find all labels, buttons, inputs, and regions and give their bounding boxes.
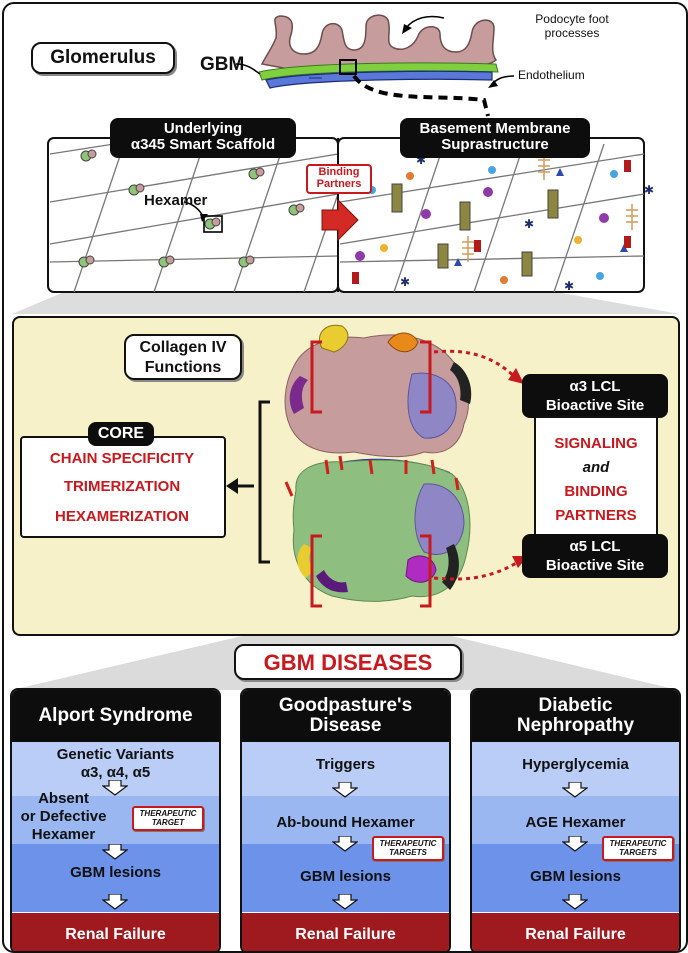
a5-lcl-line2: Bioactive Site [545, 557, 645, 574]
alport-arrow-1 [102, 780, 128, 796]
hexamer-label: Hexamer [144, 192, 208, 209]
diabetic-tag-line1: THERAPEUTIC [609, 839, 667, 848]
goodpasture-tag-line1: THERAPEUTIC [379, 839, 437, 848]
a3-lcl-site: α3 LCL Bioactive Site [522, 374, 668, 418]
alport-arrow-2 [102, 844, 128, 860]
binding-partners-line1: Binding [318, 166, 360, 178]
core-label: CORE [88, 422, 154, 446]
diabetic-tag-line2: TARGETS [619, 848, 657, 857]
alport-tag-line1: THERAPEUTIC [139, 809, 197, 818]
svg-text:✱: ✱ [564, 279, 574, 293]
gbm-diseases-title: GBM DISEASES [234, 644, 462, 680]
diabetic-title-line1: Diabetic [538, 695, 613, 716]
suprastructure-title-line2: Suprastructure [441, 136, 549, 153]
collagen-functions-line1: Collagen IV [139, 339, 227, 356]
gbm-label: GBM [200, 54, 245, 75]
diabetic-step-hyperglycemia: Hyperglycemia [522, 756, 629, 773]
goodpasture-tag-line2: TARGETS [389, 848, 427, 857]
goodpasture-title-line1: Goodpasture's [278, 695, 413, 716]
alport-arrow-3 [102, 894, 128, 910]
scaffold-title-line1: Underlying [163, 120, 243, 137]
goodpasture-title: Goodpasture's Disease [242, 690, 449, 742]
a5-lcl-site: α5 LCL Bioactive Site [522, 534, 668, 578]
binding-partners-line2: Partners [316, 178, 362, 190]
diabetic-title: Diabetic Nephropathy [472, 690, 679, 742]
diabetic-step-lesions: GBM lesions [530, 868, 621, 885]
diabetic-arrow-2 [562, 836, 588, 852]
alport-title: Alport Syndrome [12, 690, 219, 742]
scaffold-illustration: ✱ ✱ ✱ ✱ ✱ [12, 137, 680, 314]
goodpasture-step-lesions: GBM lesions [300, 868, 391, 885]
disease-funnel [12, 636, 678, 690]
alport-step-lesions: GBM lesions [70, 864, 161, 881]
a3-lcl-line2: Bioactive Site [545, 397, 645, 414]
goodpasture-step-triggers: Triggers [315, 756, 376, 773]
alport-therapeutic-target: THERAPEUTIC TARGET [132, 806, 204, 831]
collagen-functions-title: Collagen IV Functions [124, 334, 242, 380]
goodpasture-renal-failure: Renal Failure [242, 913, 449, 951]
suprastructure-title: Basement Membrane Suprastructure [400, 118, 590, 158]
core-box [20, 436, 226, 538]
signaling-text: SIGNALING [554, 435, 638, 452]
alport-step-hexamer: Hexamer [31, 826, 96, 843]
diabetic-arrow-1 [562, 782, 588, 798]
scaffold-title: Underlying α345 Smart Scaffold [110, 118, 296, 158]
goodpasture-therapeutic-targets: THERAPEUTIC TARGETS [372, 836, 444, 861]
scaffold-title-line2: α345 Smart Scaffold [130, 136, 276, 153]
alport-tag-line2: TARGET [151, 818, 185, 827]
svg-text:✱: ✱ [400, 275, 410, 289]
goodpasture-column: Goodpasture's Disease Triggers Ab-bound … [240, 688, 451, 951]
goodpasture-arrow-3 [332, 894, 358, 910]
goodpasture-arrow-1 [332, 782, 358, 798]
podocyte-label: Podocyte foot processes [535, 12, 609, 40]
diabetic-title-line2: Nephropathy [516, 715, 635, 736]
svg-text:✱: ✱ [416, 153, 426, 167]
goodpasture-title-line2: Disease [309, 715, 382, 736]
alport-column: Alport Syndrome Genetic Variants α3, α4,… [10, 688, 221, 951]
core-item-hexamerization: HEXAMERIZATION [55, 508, 189, 525]
goodpasture-arrow-2 [332, 836, 358, 852]
diabetic-arrow-3 [562, 894, 588, 910]
svg-text:✱: ✱ [524, 217, 534, 231]
alport-step-defective: or Defective [20, 808, 107, 825]
core-item-chain: CHAIN SPECIFICITY [49, 450, 195, 467]
suprastructure-title-line1: Basement Membrane [419, 120, 571, 137]
glomerulus-label: Glomerulus [31, 42, 175, 74]
alport-step-chains: α3, α4, α5 [80, 764, 151, 781]
alport-step-absent: Absent [38, 790, 89, 807]
alport-renal-failure: Renal Failure [12, 913, 219, 951]
collagen-functions-line2: Functions [144, 359, 222, 376]
a5-lcl-line1: α5 LCL [569, 538, 621, 555]
alport-step-variants: Genetic Variants [56, 746, 175, 763]
binding-text: BINDING [564, 483, 628, 500]
and-text: and [582, 459, 610, 476]
core-item-trimerization: TRIMERIZATION [63, 478, 181, 495]
diabetic-renal-failure: Renal Failure [472, 913, 679, 951]
diabetic-therapeutic-targets: THERAPEUTIC TARGETS [602, 836, 674, 861]
partners-text: PARTNERS [555, 507, 637, 524]
diabetic-step-age-hexamer: AGE Hexamer [525, 814, 626, 831]
a3-lcl-line1: α3 LCL [569, 378, 621, 395]
endothelium-label: Endothelium [518, 68, 585, 82]
binding-partners-box: Binding Partners [306, 164, 372, 194]
svg-text:✱: ✱ [644, 183, 654, 197]
diabetic-column: Diabetic Nephropathy Hyperglycemia AGE H… [470, 688, 681, 951]
glomerulus-illustration [235, 14, 515, 117]
goodpasture-step-hexamer: Ab-bound Hexamer [276, 814, 415, 831]
collagen-structure [226, 324, 528, 608]
